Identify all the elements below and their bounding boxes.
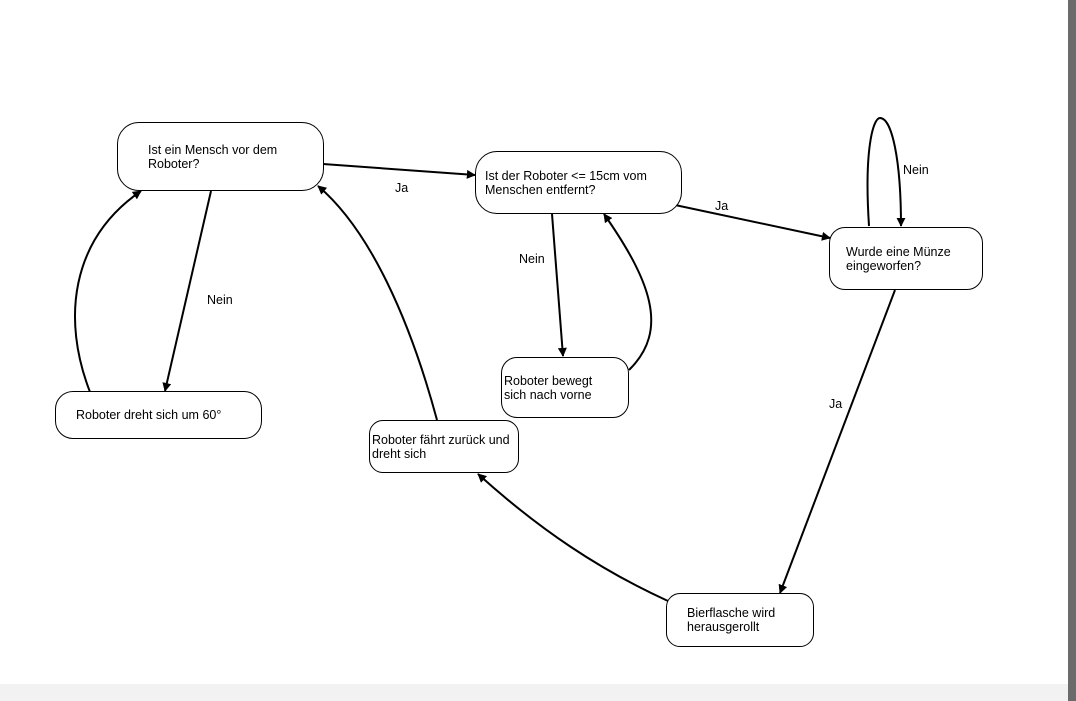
edge-label-nein-mensch-dreht: Nein xyxy=(207,293,233,307)
node-bewegt-vorne: Roboter bewegt sich nach vorne xyxy=(501,357,629,418)
node-mensch-vor-roboter: Ist ein Mensch vor dem Roboter? xyxy=(117,122,324,191)
node-roboter-15cm: Ist der Roboter <= 15cm vom Menschen ent… xyxy=(475,151,682,214)
node-faehrt-zurueck-text: Roboter fährt zurück und dreht sich xyxy=(372,432,510,461)
node-bierflasche-text: Bierflasche wird herausgerollt xyxy=(687,606,776,634)
node-faehrt-zurueck: Roboter fährt zurück und dreht sich xyxy=(369,420,519,473)
edge-muenze-to-bierflasche xyxy=(778,289,896,594)
edge-label-ja-mensch-15cm: Ja xyxy=(395,181,409,195)
edge-mensch-to-15cm xyxy=(322,163,476,179)
node-mensch-vor-roboter-text: Ist ein Mensch vor dem Roboter? xyxy=(148,142,278,171)
node-dreht-60-text: Roboter dreht sich um 60° xyxy=(76,408,222,422)
node-roboter-15cm-text: Ist der Roboter <= 15cm vom Menschen ent… xyxy=(485,168,647,197)
edge-bewegt-to-15cm xyxy=(603,213,653,371)
edge-faehrt-to-mensch xyxy=(317,185,438,421)
edge-dreht60-to-mensch xyxy=(74,190,142,393)
edge-mensch-to-dreht60 xyxy=(162,190,212,392)
window-edge xyxy=(1068,0,1076,701)
edge-label-nein-15cm-bewegt: Nein xyxy=(519,252,545,266)
bottom-edge-band xyxy=(0,684,1068,701)
edge-muenze-self-loop xyxy=(866,116,906,227)
node-bierflasche: Bierflasche wird herausgerollt xyxy=(666,593,814,647)
edge-label-ja-muenze-bierflasche: Ja xyxy=(829,397,843,411)
node-muenze: Wurde eine Münze eingeworfen? xyxy=(829,227,983,290)
edge-15cm-to-bewegt xyxy=(551,213,567,357)
node-bewegt-vorne-text: Roboter bewegt sich nach vorne xyxy=(504,373,593,402)
edge-15cm-to-muenze xyxy=(674,204,831,241)
node-dreht-60: Roboter dreht sich um 60° xyxy=(55,391,262,439)
edge-label-ja-15cm-muenze: Ja xyxy=(715,199,729,213)
edge-bierflasche-to-faehrt xyxy=(477,473,669,602)
edge-label-nein-muenze-loop: Nein xyxy=(903,163,929,177)
node-muenze-text: Wurde eine Münze eingeworfen? xyxy=(846,244,951,273)
